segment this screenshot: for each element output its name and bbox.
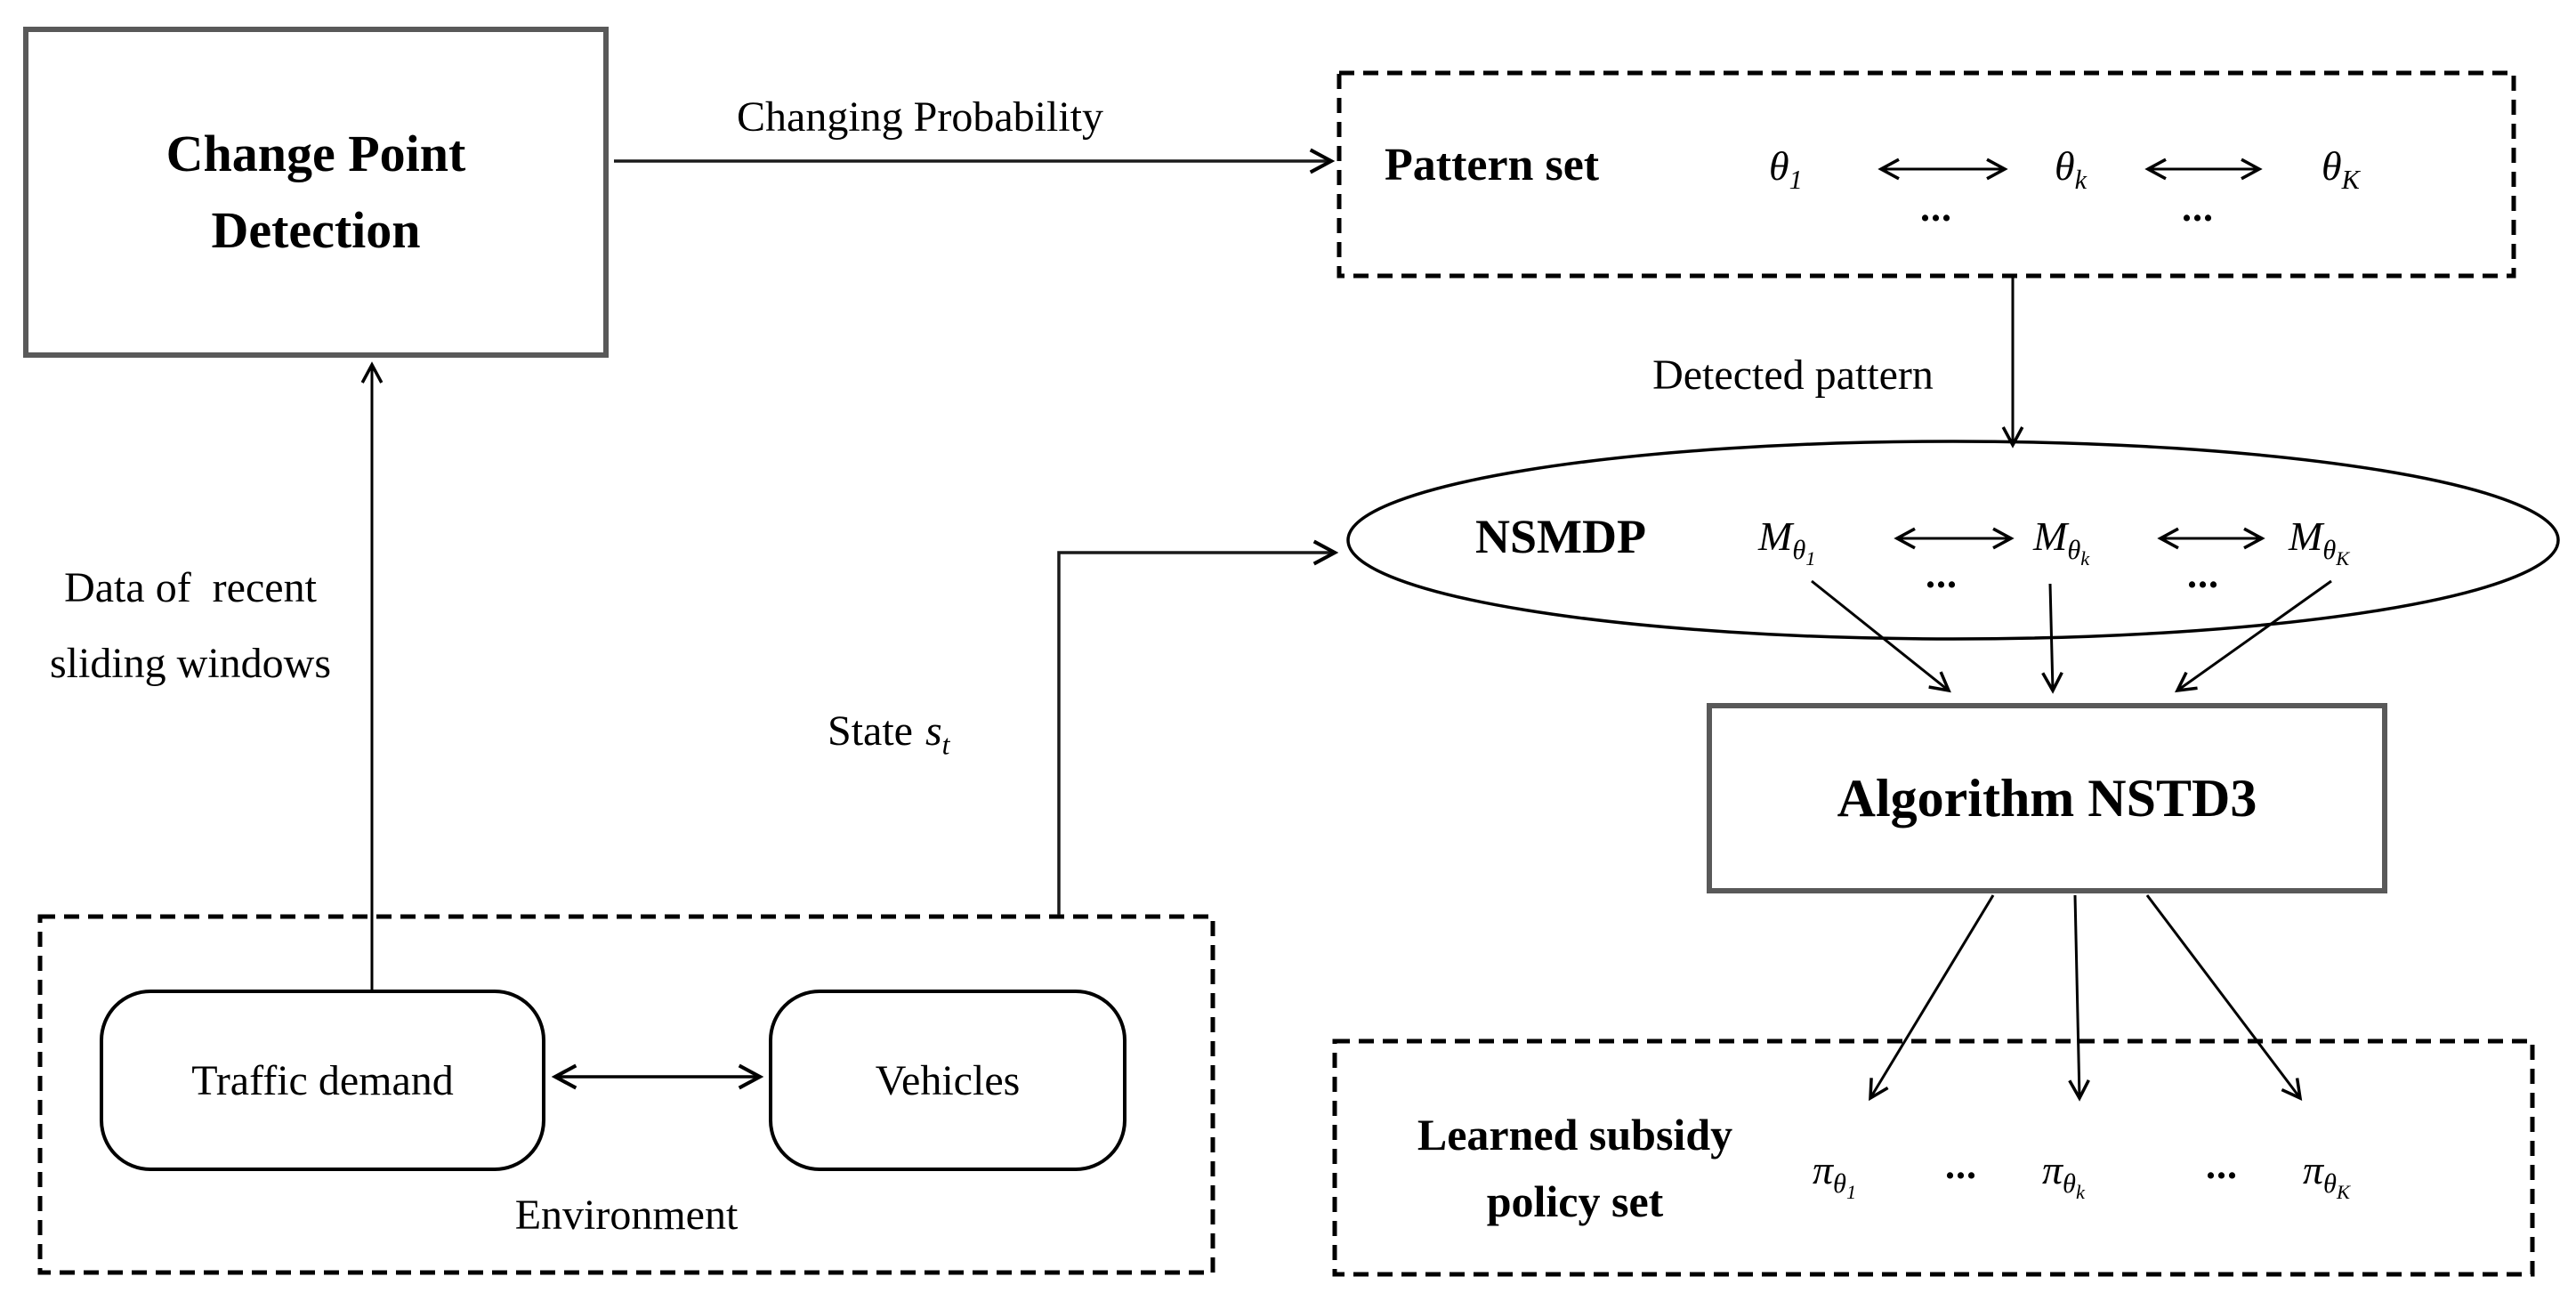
index-subsub: k [2075, 1181, 2085, 1204]
pattern-set-title: Pattern set [1385, 140, 1600, 190]
M-base: M [1758, 513, 1793, 559]
pattern-symbol-theta-k: θk [2055, 143, 2087, 194]
theta-sub: 1 [1789, 165, 1803, 196]
index-subsub: 1 [1845, 1181, 1857, 1204]
policy-symbol-pi-theta-K: πθK [2303, 1147, 2350, 1202]
policy-ellipsis-2: ... [2206, 1143, 2238, 1187]
nsmdp-ellipsis-1: ... [1926, 553, 1958, 596]
index-subsub: K [2336, 547, 2350, 570]
changing-probability-label: Changing Probability [737, 93, 1103, 141]
theta-base: θ [1769, 143, 1789, 189]
theta-sub: K [2341, 165, 2360, 196]
pattern-ellipsis-2: ... [2182, 186, 2214, 230]
environment-box [37, 914, 1215, 1275]
theta-sub: θ [1833, 1168, 1846, 1200]
change-point-detection-box: Change Point Detection [23, 27, 609, 358]
vehicles-label: Vehicles [875, 1056, 1021, 1104]
theta-sub: θ [2063, 1168, 2076, 1200]
nsmdp-ellipsis-2: ... [2187, 553, 2219, 596]
state-label-prefix: State [828, 707, 913, 755]
M-base: M [2289, 513, 2323, 559]
pi-base: π [1813, 1147, 1834, 1192]
M-base: M [2033, 513, 2068, 559]
arrow-mk-to-algorithm [2041, 583, 2063, 694]
index-subsub: K [2336, 1181, 2350, 1204]
sliding-windows-label: Data of recent sliding windows [12, 550, 368, 702]
change-point-detection-title: Change Point Detection [166, 125, 466, 259]
state-symbol: st [925, 707, 950, 759]
arrow-m1-to-algorithm [1811, 579, 1951, 693]
nsmdp-symbol-M-theta-k: Mθk [2033, 513, 2089, 569]
s-base: s [925, 707, 942, 755]
theta-sub: θ [2323, 1168, 2337, 1200]
theta-sub: θ [1792, 535, 1806, 566]
pattern-symbol-theta-1: θ1 [1769, 143, 1803, 194]
policy-set-title: Learned subsidy policy set [1417, 1110, 1733, 1226]
arrow-algorithm-to-pi1 [1869, 894, 1995, 1102]
sliding-windows-label-line2: sliding windows [49, 640, 332, 688]
pattern-symbol-theta-K: θK [2322, 143, 2360, 194]
policy-symbol-pi-theta-1: πθ1 [1813, 1147, 1856, 1202]
pi-base: π [2042, 1147, 2063, 1192]
environment-label: Environment [514, 1192, 739, 1239]
nsmdp-symbol-M-theta-1: Mθ1 [1758, 513, 1815, 569]
policy-symbol-pi-theta-k: πθk [2042, 1147, 2085, 1202]
traffic-demand-node [100, 990, 545, 1171]
vehicles-node [769, 990, 1126, 1171]
theta-base: θ [2055, 143, 2075, 189]
t-sub: t [941, 729, 950, 761]
algorithm-nstd3-box: Algorithm NSTD3 [1707, 703, 2387, 893]
nsmdp-symbol-M-theta-K: MθK [2289, 513, 2349, 569]
algorithm-nstd3-title: Algorithm NSTD3 [1837, 769, 2257, 828]
arrow-mK-to-algorithm [2174, 579, 2332, 693]
sliding-windows-label-line1: Data of recent [64, 564, 317, 611]
arrow-state [1057, 539, 1339, 915]
arrow-algorithm-to-pik [2068, 894, 2090, 1102]
detected-pattern-label: Detected pattern [1652, 352, 1934, 399]
index-subsub: k [2080, 547, 2090, 570]
pi-base: π [2303, 1147, 2324, 1192]
traffic-demand-label: Traffic demand [191, 1056, 454, 1104]
theta-sub: θ [2067, 535, 2081, 566]
arrow-algorithm-to-piK [2145, 894, 2303, 1101]
theta-sub: k [2074, 165, 2087, 196]
policy-set-box [1332, 1038, 2535, 1277]
nsmdp-title: NSMDP [1475, 510, 1646, 563]
pattern-set-box [1336, 70, 2516, 279]
nsmdp-ellipse [1346, 440, 2560, 641]
index-subsub: 1 [1805, 547, 1816, 570]
theta-base: θ [2322, 143, 2342, 189]
theta-sub: θ [2322, 535, 2337, 566]
pattern-ellipsis-1: ... [1920, 186, 1952, 230]
policy-ellipsis-1: ... [1945, 1143, 1977, 1187]
